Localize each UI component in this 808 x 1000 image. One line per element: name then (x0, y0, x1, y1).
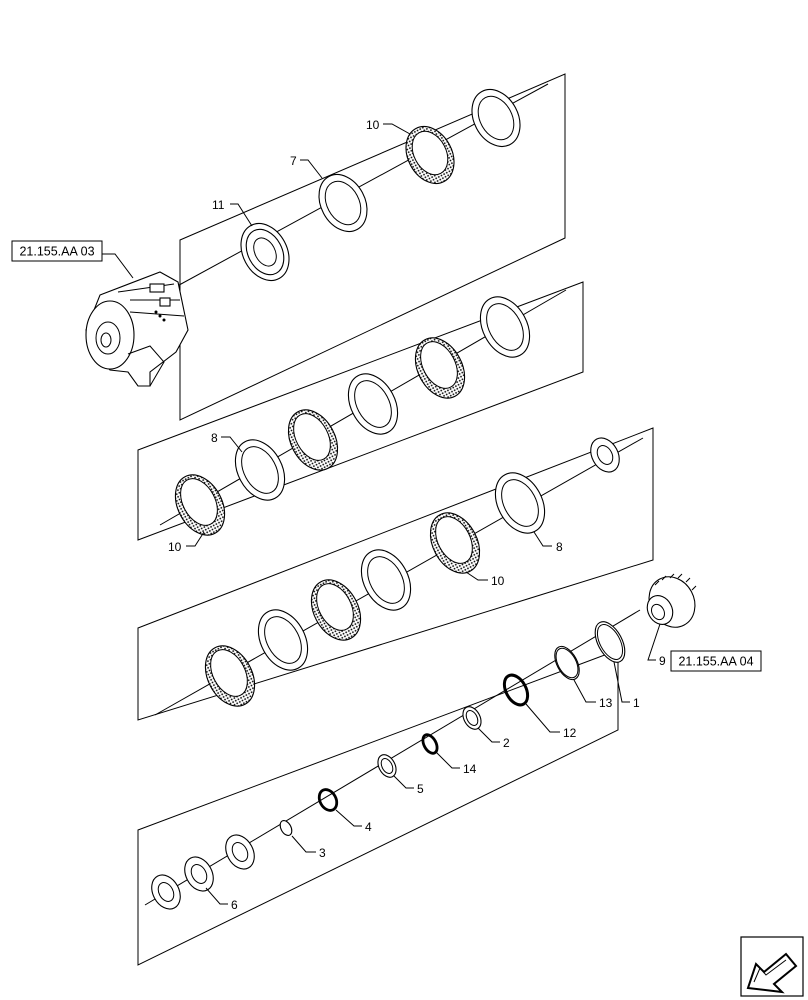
callout-4: 4 (365, 820, 372, 834)
callout-2: 2 (503, 736, 510, 750)
seal-4 (317, 788, 339, 812)
reference-label-right: 21.155.AA 04 (678, 655, 753, 669)
callout-6: 6 (231, 898, 238, 912)
washer-row4-a (225, 834, 255, 870)
leader-lines (102, 123, 661, 905)
callout-8-right: 8 (556, 540, 563, 554)
plate-8-row2 (234, 439, 286, 501)
callout-14: 14 (463, 762, 477, 776)
ring-3 (279, 820, 293, 836)
friction-disc-10-top (405, 126, 455, 184)
callout-12: 12 (563, 726, 577, 740)
plate-row2-c (347, 373, 399, 435)
plate-row3-d (360, 549, 412, 611)
friction-disc-row2-d (414, 337, 466, 399)
group-panel-1 (179, 73, 566, 421)
plate-7 (318, 174, 368, 232)
washer-6 (184, 856, 214, 892)
group-panel-2 (137, 281, 584, 541)
friction-disc-10-row3 (429, 512, 481, 574)
seal-14 (421, 733, 439, 755)
reference-box-right[interactable]: 21.155.AA 04 (670, 650, 762, 672)
callout-9: 9 (659, 654, 666, 668)
callout-13: 13 (599, 696, 613, 710)
group-panel-4 (137, 649, 619, 966)
callout-1: 1 (633, 696, 640, 710)
washer-row3-end (590, 437, 620, 473)
piston-11 (240, 223, 290, 281)
hub-9 (646, 573, 697, 628)
ring-2 (462, 706, 482, 730)
friction-disc-10-row2 (174, 474, 226, 536)
group-panel-3 (137, 427, 654, 721)
callout-8-left: 8 (211, 431, 218, 445)
arrow-icon[interactable] (740, 936, 804, 997)
plate-row3-b (257, 609, 309, 671)
callout-10-mid: 10 (491, 574, 505, 588)
reference-label-top-left: 21.155.AA 03 (19, 245, 94, 259)
washer-row4-c (151, 874, 181, 910)
ring-5 (377, 754, 397, 778)
ring-13 (554, 645, 580, 681)
snap-ring-1 (594, 621, 626, 663)
callout-10-top: 10 (366, 118, 380, 132)
callout-5: 5 (417, 782, 424, 796)
friction-disc-row3-c (310, 579, 362, 641)
callout-3: 3 (319, 846, 326, 860)
reference-box-top-left[interactable]: 21.155.AA 03 (11, 240, 103, 262)
friction-disc-row2-b (287, 409, 339, 471)
clutch-housing (85, 271, 189, 387)
callout-10-left: 10 (168, 540, 182, 554)
callout-7: 7 (290, 154, 297, 168)
plate-row2-e (479, 296, 531, 358)
plate-top-end (471, 89, 521, 147)
plate-8-row3 (494, 472, 546, 534)
friction-disc-row3-a (204, 645, 256, 707)
callout-11: 11 (212, 198, 225, 212)
seal-12 (502, 673, 530, 707)
